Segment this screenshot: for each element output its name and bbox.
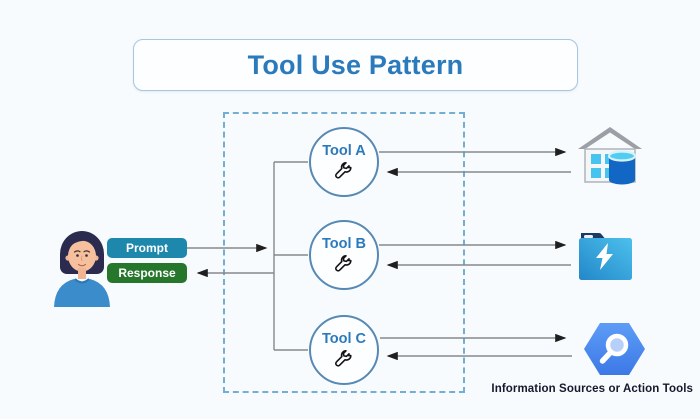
tool-b-node: Tool B — [309, 220, 379, 290]
response-chip: Response — [107, 263, 187, 283]
diagram-title-box: Tool Use Pattern — [133, 39, 578, 91]
storage-folder-icon — [579, 233, 632, 280]
prompt-label: Prompt — [126, 241, 168, 255]
tool-a-node: Tool A — [309, 127, 379, 197]
tool-c-label: Tool C — [321, 331, 367, 348]
diagram-title: Tool Use Pattern — [247, 49, 464, 80]
tool-c-node: Tool C — [309, 315, 379, 385]
search-hexagon-icon — [584, 323, 645, 375]
tool-b-label: Tool B — [321, 236, 367, 253]
tool-group-boundary — [223, 112, 465, 393]
tool-a-label: Tool A — [322, 143, 366, 160]
data-warehouse-icon — [578, 127, 642, 185]
wrench-icon — [335, 254, 352, 272]
wrench-icon — [335, 161, 352, 179]
targets-caption: Information Sources or Action Tools — [491, 383, 693, 395]
prompt-chip: Prompt — [107, 238, 187, 258]
response-label: Response — [118, 266, 176, 280]
wrench-icon — [335, 349, 352, 367]
user-avatar — [54, 231, 110, 307]
